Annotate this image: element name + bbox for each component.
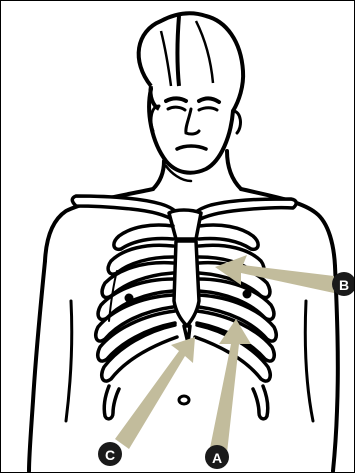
marker-c: C [98,442,122,466]
marker-b: B [332,272,355,296]
right-nipple [243,290,252,299]
arrow-a [209,319,251,453]
marker-c-label: C [105,447,115,463]
marker-a: A [205,445,229,469]
hair [139,13,243,111]
right-eye [199,108,217,110]
left-eye [168,107,185,110]
navel [179,396,189,404]
arrow-c [115,337,195,449]
left-eyebrow [166,98,186,101]
marker-a-label: A [212,450,222,466]
mouth [177,146,206,149]
nose [186,109,199,134]
arrow-b [215,255,334,293]
right-eyebrow [199,98,219,102]
left-nipple [125,294,134,303]
left-ribs [96,225,177,419]
marker-b-label: B [339,277,349,293]
